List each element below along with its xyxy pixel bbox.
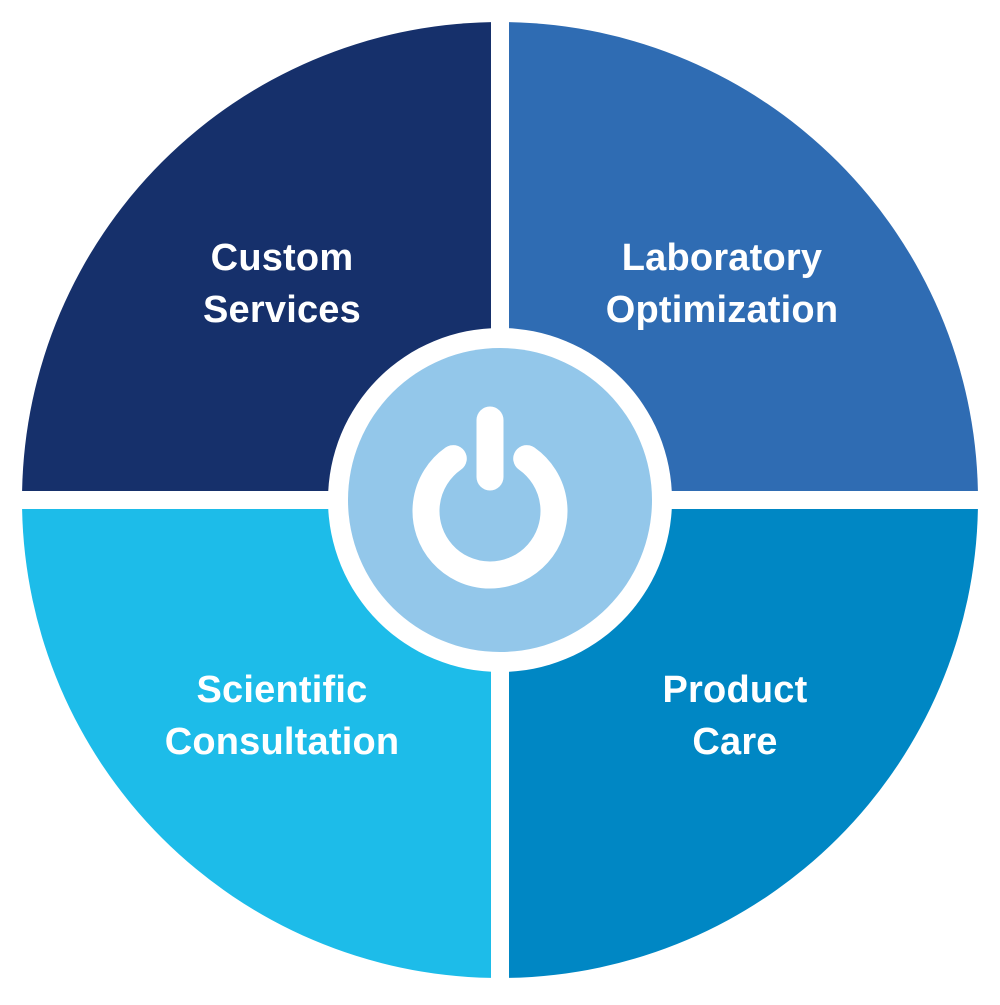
center-disc [348,348,652,652]
label-line: Services [203,289,361,331]
label-scientific-consultation: Scientific Consultation [102,664,462,768]
label-custom-services: Custom Services [102,232,462,336]
label-line: Consultation [164,721,400,763]
label-line: Product [662,669,808,711]
power-icon-arc [412,445,568,589]
label-laboratory-optimization: Laboratory Optimization [542,232,902,336]
label-product-care: Product Care [555,664,915,768]
quadrant-product-care [509,509,978,978]
quadrant-laboratory-optimization [509,22,978,491]
label-line: Laboratory [621,237,823,279]
label-line: Optimization [605,289,839,331]
quadrant-custom-services [22,22,491,491]
label-line: Custom [210,237,354,279]
label-line: Scientific [196,669,368,711]
quadrant-scientific-consultation [22,509,491,978]
power-icon [412,406,568,589]
label-line: Care [692,721,778,763]
